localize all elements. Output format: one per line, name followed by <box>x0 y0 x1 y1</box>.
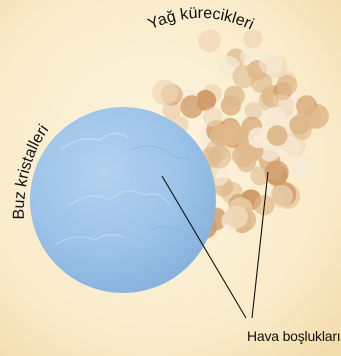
fat-globule <box>203 107 223 127</box>
fat-globule <box>259 51 282 74</box>
fat-globule <box>267 125 288 146</box>
fat-globule <box>198 29 221 52</box>
fat-globule <box>208 145 231 168</box>
fat-globule <box>277 75 298 96</box>
fat-globule <box>224 86 245 107</box>
air-pockets-label: Hava boşlukları <box>247 328 341 344</box>
ice-crystal-sphere <box>30 107 216 293</box>
fat-globule <box>291 155 313 177</box>
fat-globule <box>248 127 269 148</box>
fat-globule <box>180 95 203 118</box>
fat-globule <box>152 80 178 106</box>
fat-globule <box>232 144 255 167</box>
fat-globule <box>289 115 309 135</box>
fat-globule <box>225 205 248 228</box>
fat-globule <box>210 124 233 147</box>
fat-globule <box>230 126 248 144</box>
